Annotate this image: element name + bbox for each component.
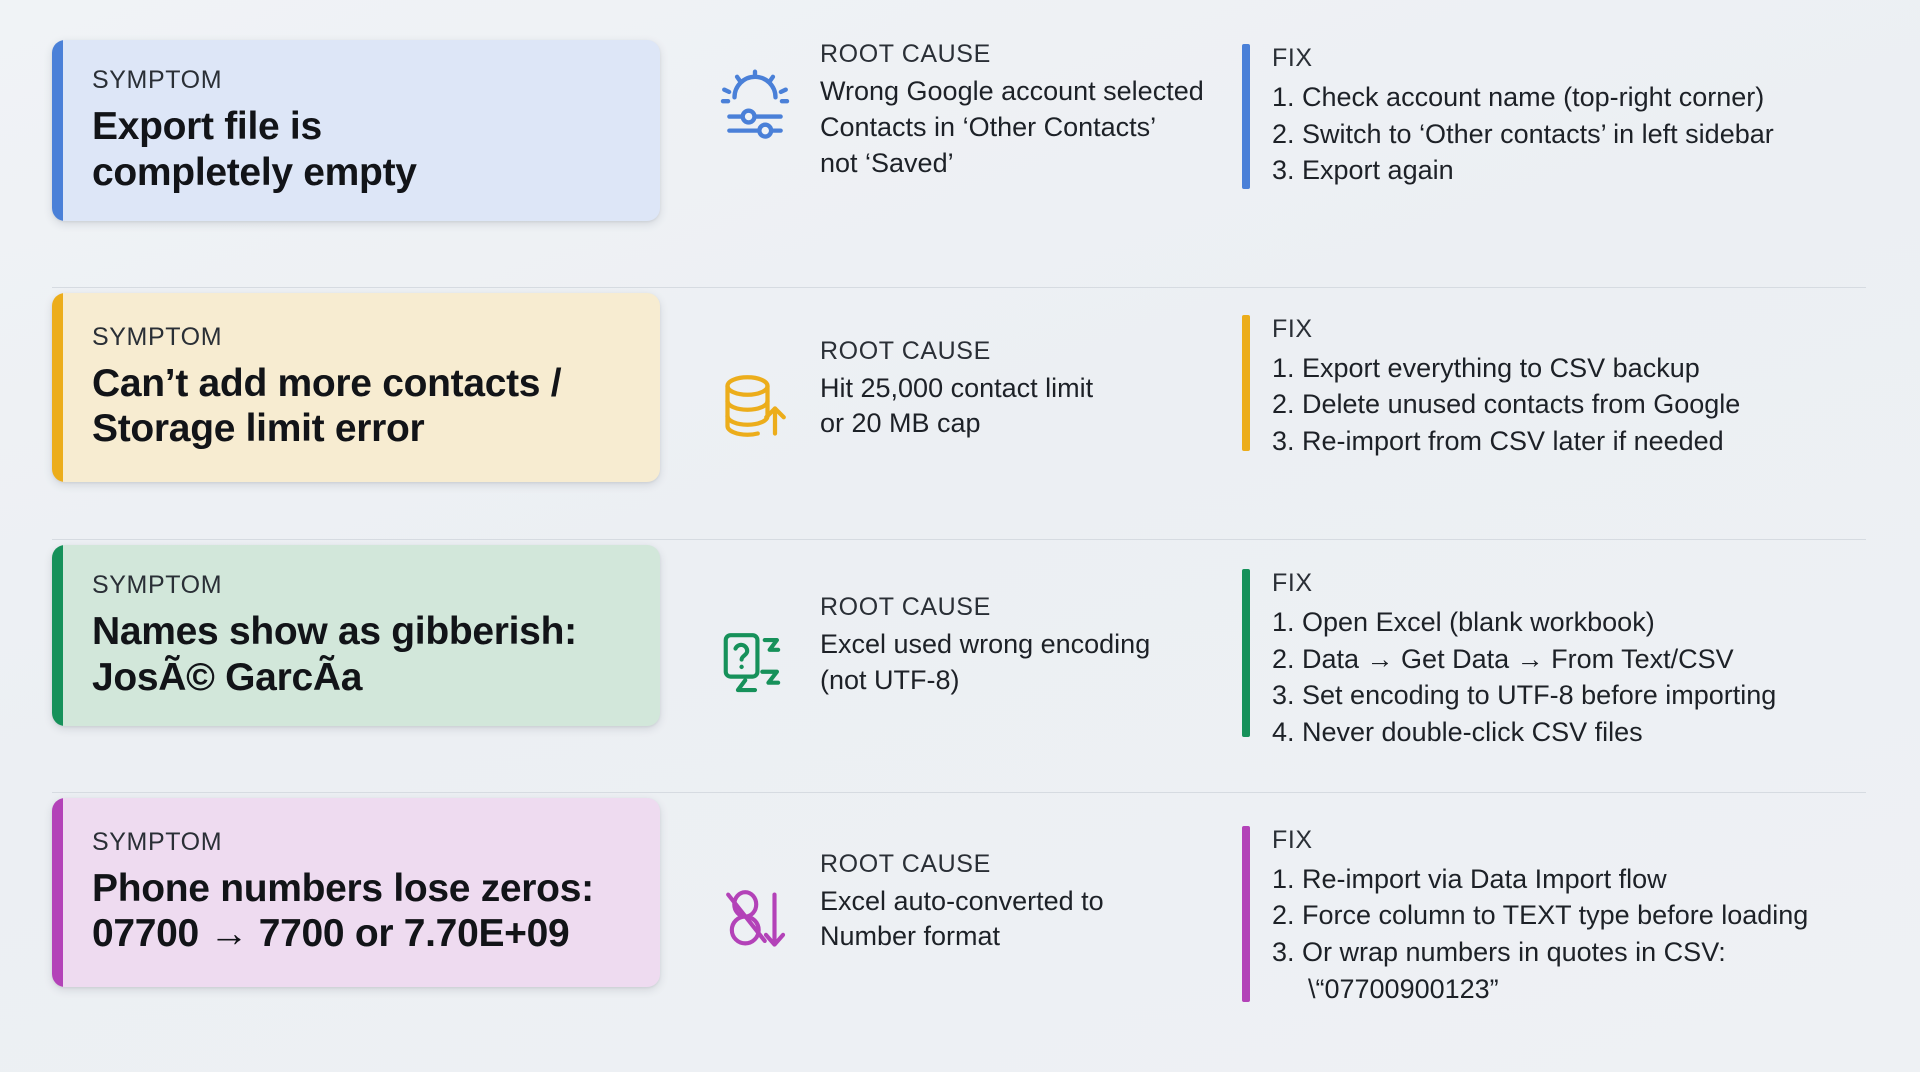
issue-row: SYMPTOM Can’t add more contacts / Storag… — [52, 286, 1874, 540]
issue-row: SYMPTOM Phone numbers lose zeros: 07700 … — [52, 791, 1874, 1045]
symptom-label: SYMPTOM — [92, 66, 223, 94]
symptom-label: SYMPTOM — [92, 322, 223, 351]
symptom-title: Can’t add more contacts / Storage limit … — [92, 361, 630, 452]
root-cause-column: ROOT CAUSE Wrong Google account selected… — [660, 40, 1220, 182]
fix-step: 1. Re-import via Data Import flow — [1272, 863, 1667, 894]
root-cause-line: Excel used wrong encoding — [820, 629, 1151, 659]
root-cause-text: ROOT CAUSE Hit 25,000 contact limit or 2… — [820, 337, 1093, 443]
fix-step: 3. Export again — [1272, 155, 1454, 186]
fix-step: 1. Check account name (top-right corner) — [1272, 82, 1765, 112]
fix-body: FIX 1. Re-import via Data Import flow 2.… — [1272, 826, 1808, 1008]
fix-accent-bar — [1242, 825, 1250, 1002]
symptom-title-line: Storage limit error — [92, 407, 425, 451]
fix-label: FIX — [1272, 44, 1313, 72]
fix-step: 2. Data → Get Data → From Text/CSV — [1272, 643, 1734, 674]
symptom-title-line: completely empty — [92, 150, 417, 194]
root-cause-column: ROOT CAUSE Excel used wrong encoding (no… — [660, 545, 1220, 705]
fix-accent-bar — [1242, 314, 1250, 451]
root-cause-line: Hit 25,000 contact limit — [820, 372, 1094, 403]
root-cause-text: ROOT CAUSE Excel auto-converted to Numbe… — [820, 850, 1104, 956]
fix-accent-bar — [1242, 569, 1250, 737]
issue-row: SYMPTOM Names show as gibberish: JosÃ© G… — [52, 539, 1874, 792]
root-cause-text: ROOT CAUSE Excel used wrong encoding (no… — [820, 593, 1150, 699]
root-cause-line: Excel auto-converted to — [820, 885, 1104, 916]
symptom-title-line: Can’t add more contacts / — [92, 361, 562, 405]
fix-step: 2. Switch to ‘Other contacts’ in left si… — [1272, 118, 1774, 149]
symptom-title: Export file is completely empty — [92, 104, 630, 195]
symptom-title-line: JosÃ© GarcÃ­a — [92, 655, 363, 699]
database-upload-icon — [712, 363, 798, 449]
symptom-card: SYMPTOM Export file is completely empty — [52, 40, 660, 222]
root-cause-label: ROOT CAUSE — [820, 849, 991, 878]
accent-bar — [52, 40, 63, 222]
root-cause-label: ROOT CAUSE — [820, 336, 991, 365]
symptom-title: Names show as gibberish: JosÃ© GarcÃ­a — [92, 609, 630, 700]
symptom-card: SYMPTOM Names show as gibberish: JosÃ© G… — [52, 545, 660, 727]
symptom-title-line: 07700 → 7700 or 7.70E+09 — [92, 912, 570, 956]
fix-body: FIX 1. Open Excel (blank workbook) 2. Da… — [1272, 569, 1776, 751]
accent-bar — [52, 292, 63, 482]
fix-step: \“07700900123” — [1308, 973, 1499, 1004]
symptom-title-line: Phone numbers lose zeros: — [92, 866, 594, 910]
root-cause-text: ROOT CAUSE Wrong Google account selected… — [820, 40, 1204, 182]
root-cause-column: ROOT CAUSE Hit 25,000 contact limit or 2… — [660, 293, 1220, 449]
issue-row: SYMPTOM Export file is completely empty … — [52, 34, 1874, 287]
root-cause-line: Wrong Google account selected — [820, 76, 1204, 106]
fix-step: 1. Open Excel (blank workbook) — [1272, 607, 1655, 637]
fix-column: FIX 1. Re-import via Data Import flow 2.… — [1220, 798, 1874, 1008]
fix-column: FIX 1. Open Excel (blank workbook) 2. Da… — [1220, 545, 1874, 751]
root-cause-label: ROOT CAUSE — [820, 40, 991, 68]
fix-column: FIX 1. Export everything to CSV backup 2… — [1220, 293, 1874, 460]
symptom-title-line: Names show as gibberish: — [92, 610, 577, 653]
root-cause-line: not ‘Saved’ — [820, 147, 954, 178]
accent-bar — [52, 797, 63, 987]
symptom-card: SYMPTOM Can’t add more contacts / Storag… — [52, 292, 660, 482]
fix-label: FIX — [1272, 825, 1313, 854]
fix-step: 2. Force column to TEXT type before load… — [1272, 900, 1809, 931]
symptom-title-line: Export file is — [92, 105, 322, 148]
root-cause-line: or 20 MB cap — [820, 408, 981, 439]
fix-step: 1. Export everything to CSV backup — [1272, 352, 1700, 383]
fix-accent-bar — [1242, 44, 1250, 190]
fix-step: 3. Or wrap numbers in quotes in CSV: — [1272, 936, 1726, 967]
symptom-card: SYMPTOM Phone numbers lose zeros: 07700 … — [52, 797, 660, 987]
fix-step: 4. Never double-click CSV files — [1272, 717, 1643, 748]
fix-step: 3. Re-import from CSV later if needed — [1272, 425, 1724, 456]
number-conversion-icon — [712, 876, 798, 962]
settings-sliders-icon — [712, 62, 798, 148]
root-cause-column: ROOT CAUSE Excel auto-converted to Numbe… — [660, 798, 1220, 962]
root-cause-line: Contacts in ‘Other Contacts’ — [820, 111, 1157, 142]
fix-body: FIX 1. Check account name (top-right cor… — [1272, 44, 1774, 189]
symptom-title: Phone numbers lose zeros: 07700 → 7700 o… — [92, 866, 630, 957]
fix-label: FIX — [1272, 569, 1313, 597]
garbled-encoding-icon — [712, 619, 798, 705]
fix-column: FIX 1. Check account name (top-right cor… — [1220, 40, 1874, 190]
symptom-label: SYMPTOM — [92, 571, 223, 599]
accent-bar — [52, 545, 63, 727]
symptom-label: SYMPTOM — [92, 827, 223, 856]
fix-label: FIX — [1272, 314, 1313, 343]
fix-step: 2. Delete unused contacts from Google — [1272, 389, 1741, 420]
root-cause-label: ROOT CAUSE — [820, 593, 991, 621]
root-cause-line: (not UTF-8) — [820, 664, 960, 695]
fix-step: 3. Set encoding to UTF-8 before importin… — [1272, 680, 1777, 711]
fix-body: FIX 1. Export everything to CSV backup 2… — [1272, 315, 1740, 460]
root-cause-line: Number format — [820, 921, 1001, 952]
